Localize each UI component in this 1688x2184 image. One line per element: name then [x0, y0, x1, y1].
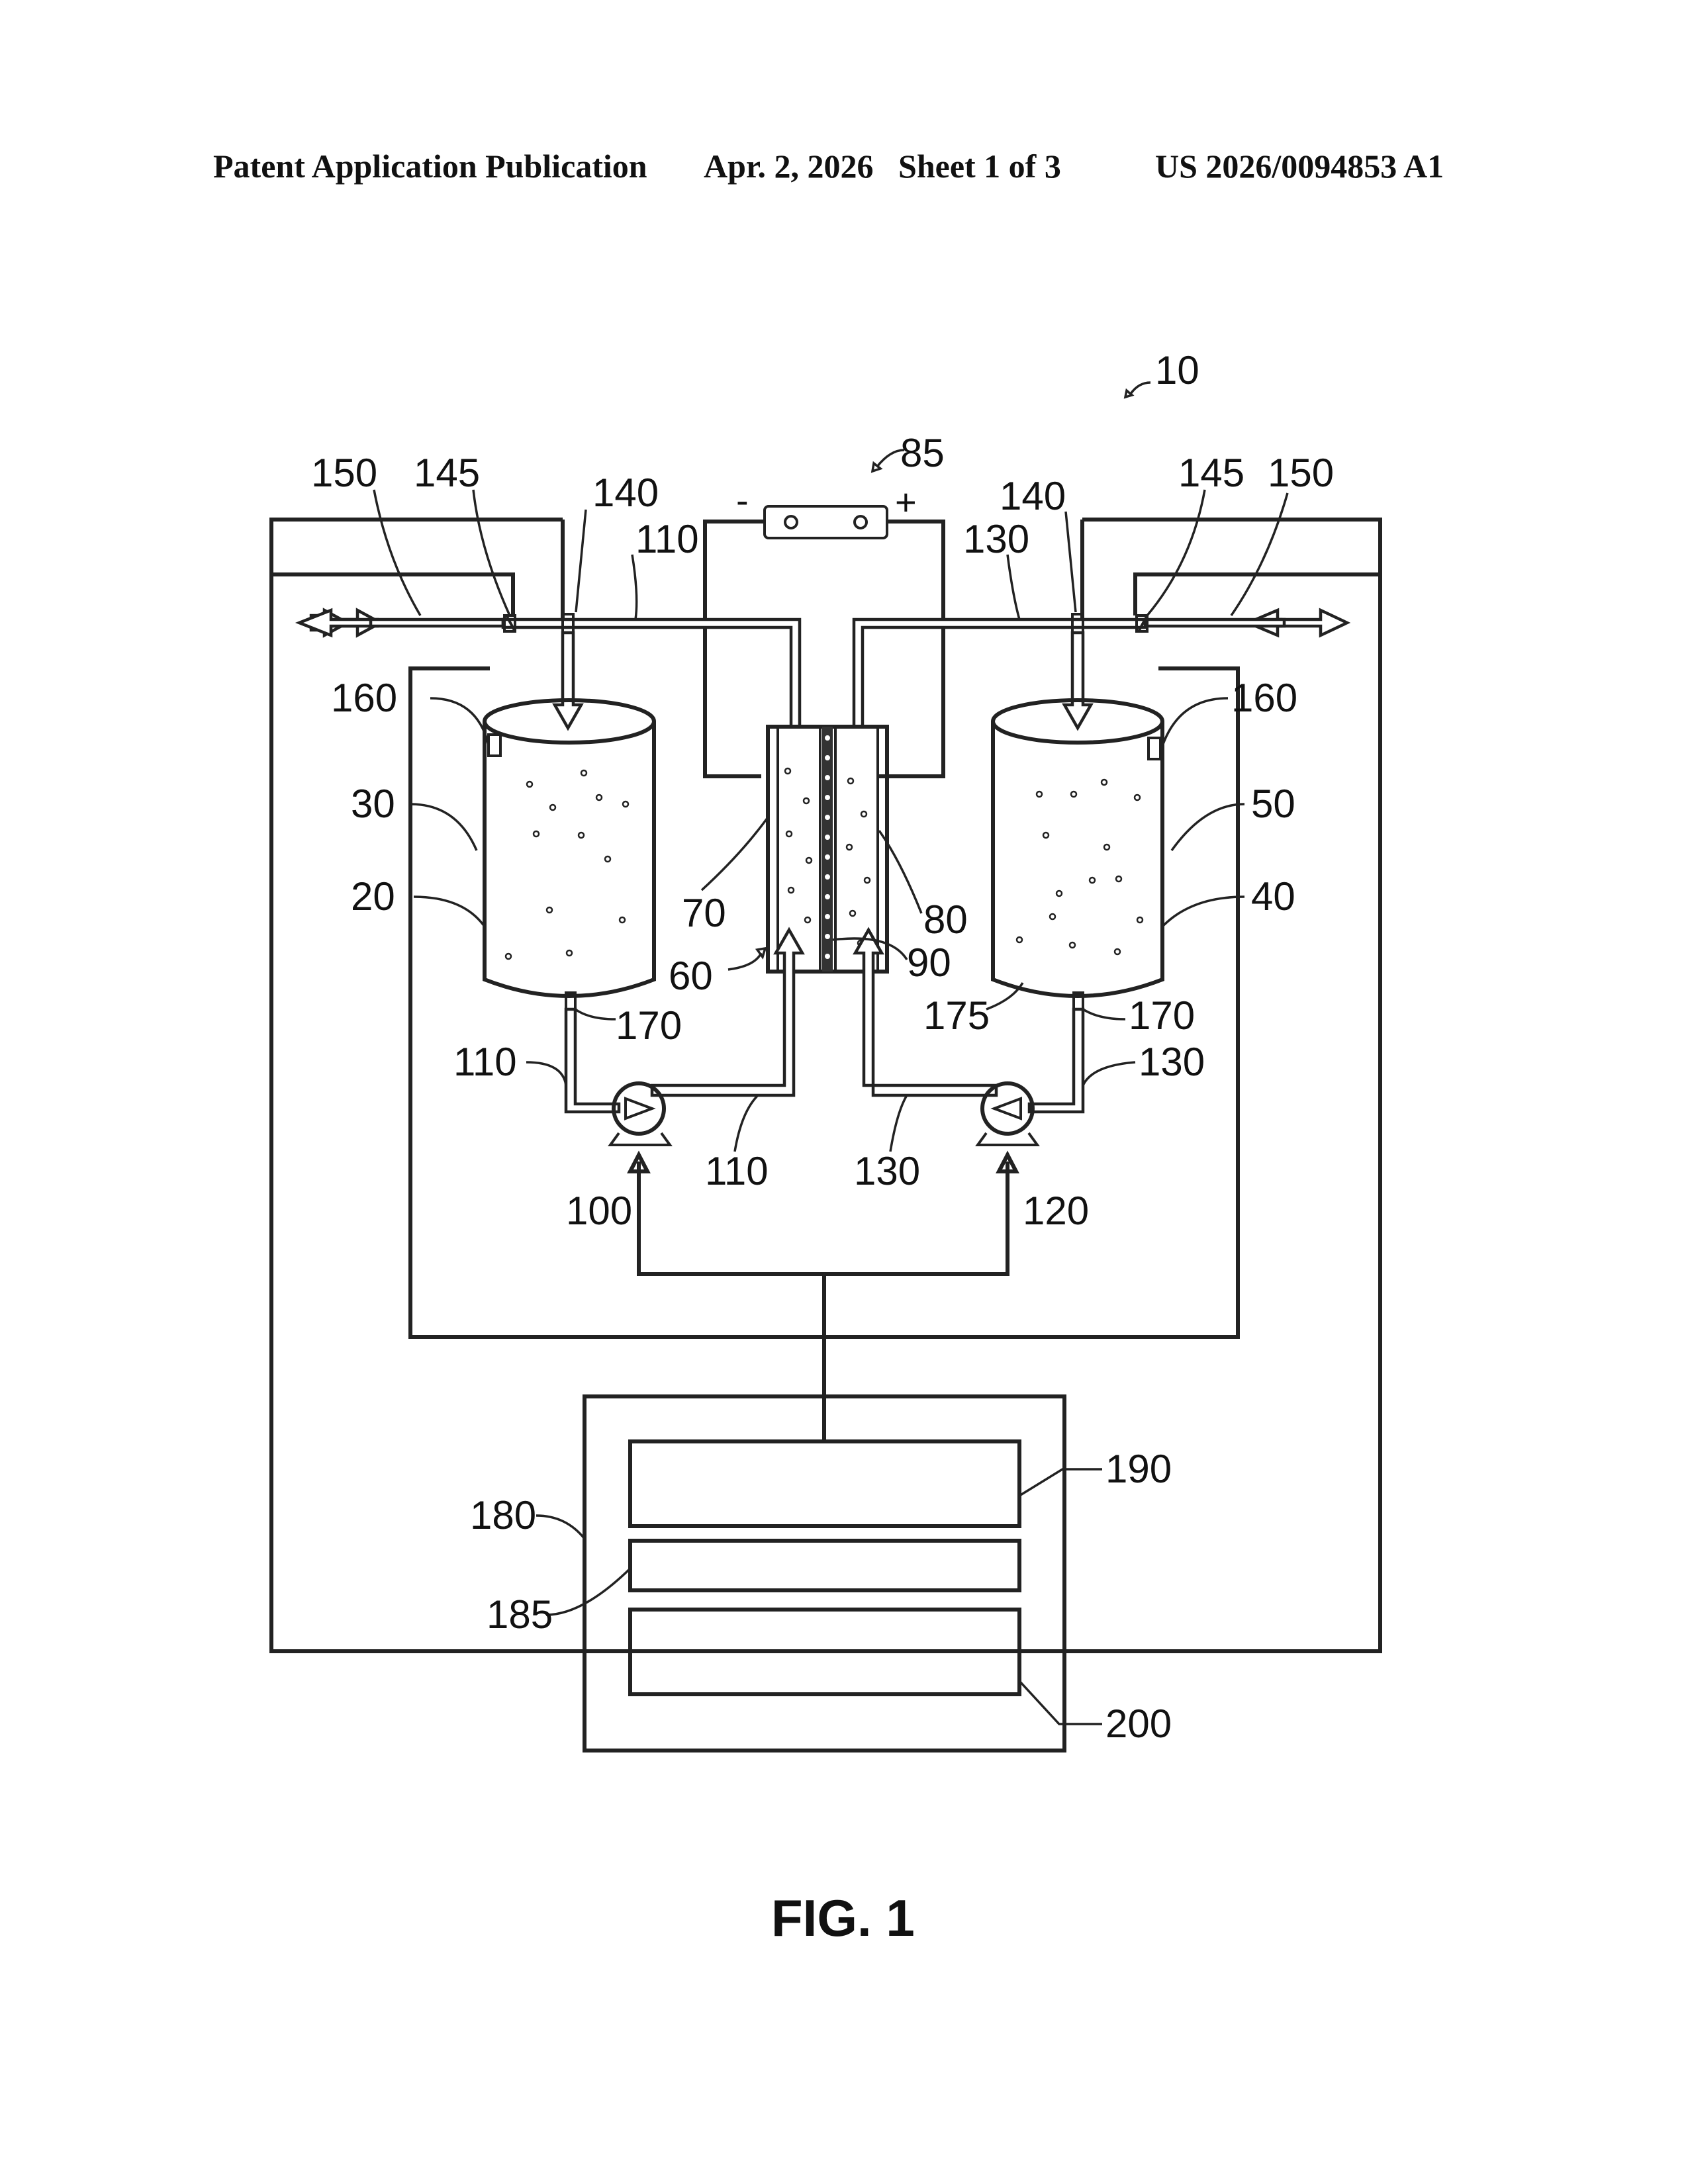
ref-40: 40	[1251, 874, 1295, 919]
controller-180	[585, 1396, 1064, 1751]
pump-120	[978, 1083, 1037, 1145]
ref-50: 50	[1251, 782, 1295, 826]
level-sensor-160-right	[1149, 738, 1160, 759]
ref-10: 10	[1155, 348, 1199, 392]
ref-170-left: 170	[616, 1003, 682, 1048]
ref-170-right: 170	[1129, 993, 1195, 1038]
positive-sign: +	[895, 481, 917, 523]
ref-60: 60	[669, 954, 713, 998]
ref-145-right: 145	[1178, 451, 1244, 495]
memory-185	[630, 1541, 1019, 1590]
ref-180: 180	[470, 1493, 536, 1537]
catholyte-feed-line	[1029, 1009, 1083, 1112]
figure-label: FIG. 1	[771, 1889, 915, 1947]
vent-pipe-left	[371, 619, 503, 626]
ref-160-left: 160	[331, 676, 397, 720]
ref-140-left: 140	[592, 471, 659, 515]
ref-110-left: 110	[453, 1040, 517, 1084]
anode-half-cell	[778, 727, 820, 972]
ref-20: 20	[351, 874, 395, 919]
ref-80: 80	[923, 897, 968, 942]
inflow-arrow-right	[1064, 633, 1091, 728]
anolyte-return-line	[503, 619, 800, 727]
ref-185: 185	[487, 1592, 553, 1637]
power-source	[765, 506, 887, 538]
ref-130-top: 130	[963, 517, 1029, 561]
anolyte-feed-line	[566, 1009, 619, 1112]
ref-140-right: 140	[1000, 474, 1066, 518]
ref-190: 190	[1105, 1447, 1172, 1491]
ref-120: 120	[1023, 1189, 1089, 1233]
anolyte-particles	[506, 770, 628, 959]
ref-110-top: 110	[635, 517, 699, 561]
ref-150-right: 150	[1268, 451, 1334, 495]
ref-85: 85	[900, 431, 945, 475]
outer-frame	[271, 520, 1380, 1651]
ref-145-left: 145	[414, 451, 480, 495]
negative-sign: -	[736, 479, 749, 521]
power-terminal-positive	[855, 516, 867, 528]
level-sensor-160-left	[489, 735, 500, 756]
processor-190	[630, 1441, 1019, 1526]
power-wire-left	[705, 522, 765, 776]
catholyte-particles	[1017, 780, 1143, 954]
catholyte-tank	[993, 700, 1162, 996]
vent-pipe-right	[1145, 619, 1284, 626]
ref-90: 90	[907, 940, 951, 985]
ref-130-right: 130	[1139, 1040, 1205, 1084]
ref-130-bottom: 130	[854, 1149, 920, 1193]
ref-110-bottom: 110	[705, 1149, 769, 1193]
inflow-arrow-left	[555, 633, 581, 728]
ref-70: 70	[682, 891, 726, 935]
catholyte-return-line	[854, 619, 1145, 727]
ref-175: 175	[923, 993, 990, 1038]
ref-160-right: 160	[1231, 676, 1297, 720]
ref-150-left: 150	[311, 451, 377, 495]
ref-30: 30	[351, 782, 395, 826]
ref-100: 100	[566, 1189, 632, 1233]
outer-frame-inner-left	[271, 574, 513, 615]
ref-200: 200	[1105, 1702, 1172, 1746]
power-terminal-negative	[785, 516, 797, 528]
